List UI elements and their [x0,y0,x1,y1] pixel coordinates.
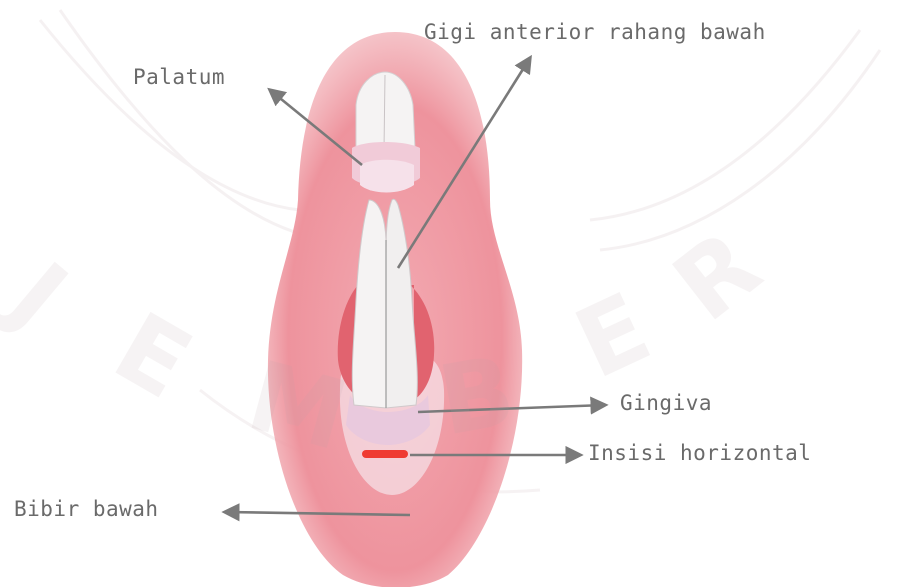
horizontal-incision [362,450,408,458]
label-gingiva: Gingiva [620,391,712,415]
label-bibir-bawah: Bibir bawah [14,497,159,521]
label-gigi-anterior: Gigi anterior rahang bawah [424,20,766,44]
palatum-tissue-light [360,160,414,193]
label-insisi-horizontal: Insisi horizontal [588,441,811,465]
label-palatum: Palatum [133,65,225,89]
